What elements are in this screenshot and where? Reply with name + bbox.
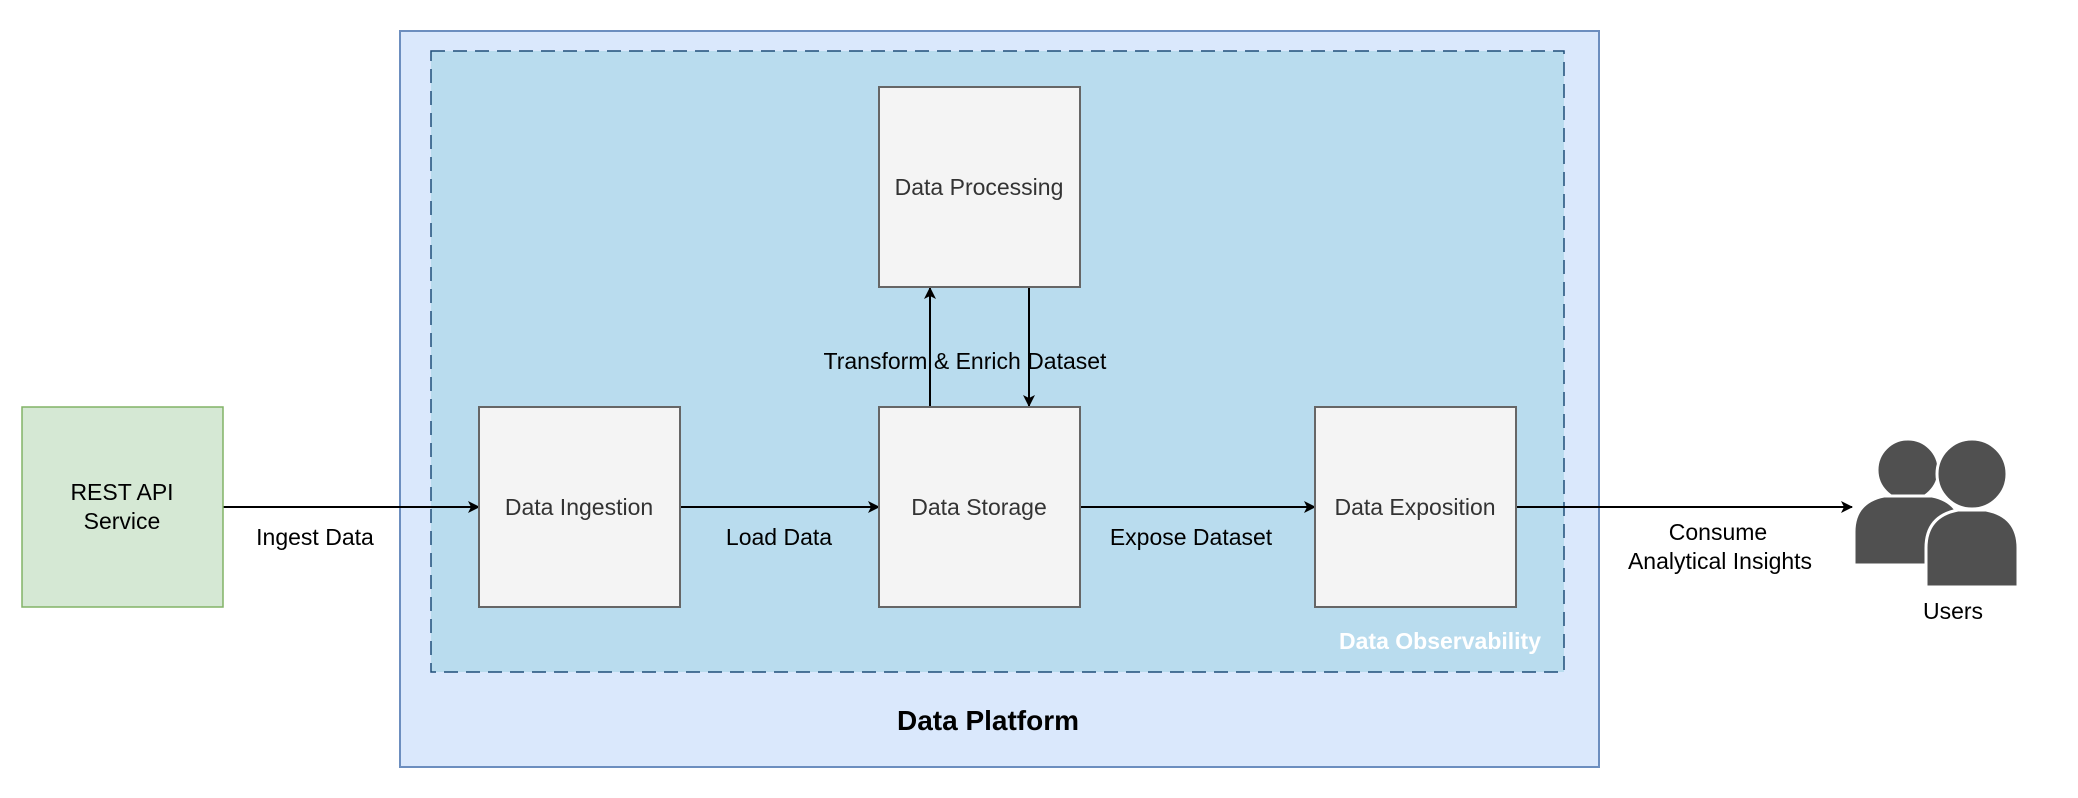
- rest-api-service-box[interactable]: [21, 406, 224, 608]
- data-platform-title: Data Platform: [897, 705, 1079, 736]
- rest-api-service-label-line2: Service: [84, 508, 161, 534]
- transform-enrich-label: Transform & Enrich Dataset: [824, 348, 1108, 374]
- data-exposition-label: Data Exposition: [1334, 494, 1495, 520]
- edge-labels: Ingest Data Load Data Transform & Enrich…: [256, 348, 1812, 574]
- data-storage-box[interactable]: [878, 406, 1081, 608]
- users-node[interactable]: Users: [1852, 437, 2020, 624]
- data-processing-node[interactable]: Data Processing: [878, 86, 1081, 288]
- data-observability-title: Data Observability: [1339, 628, 1541, 654]
- consume-label-line2: Analytical Insights: [1628, 548, 1812, 574]
- ingest-data-label: Ingest Data: [256, 524, 374, 550]
- data-ingestion-box[interactable]: [478, 406, 681, 608]
- data-storage-label: Data Storage: [911, 494, 1047, 520]
- users-icon: [1852, 437, 2020, 589]
- rest-api-service-label-line1: REST API: [70, 479, 173, 505]
- data-ingestion-node[interactable]: Data Ingestion: [478, 406, 681, 608]
- data-ingestion-label: Data Ingestion: [505, 494, 653, 520]
- consume-label-line1: Consume: [1669, 519, 1767, 545]
- data-exposition-box[interactable]: [1314, 406, 1517, 608]
- rest-api-service-node[interactable]: REST API Service: [21, 406, 224, 608]
- users-label: Users: [1923, 598, 1983, 624]
- data-exposition-node[interactable]: Data Exposition: [1314, 406, 1517, 608]
- data-storage-node[interactable]: Data Storage: [878, 406, 1081, 608]
- expose-dataset-label: Expose Dataset: [1110, 524, 1273, 550]
- data-processing-label: Data Processing: [895, 174, 1064, 200]
- connectors: [223, 287, 1853, 513]
- load-data-label: Load Data: [726, 524, 832, 550]
- data-processing-box[interactable]: [878, 86, 1081, 288]
